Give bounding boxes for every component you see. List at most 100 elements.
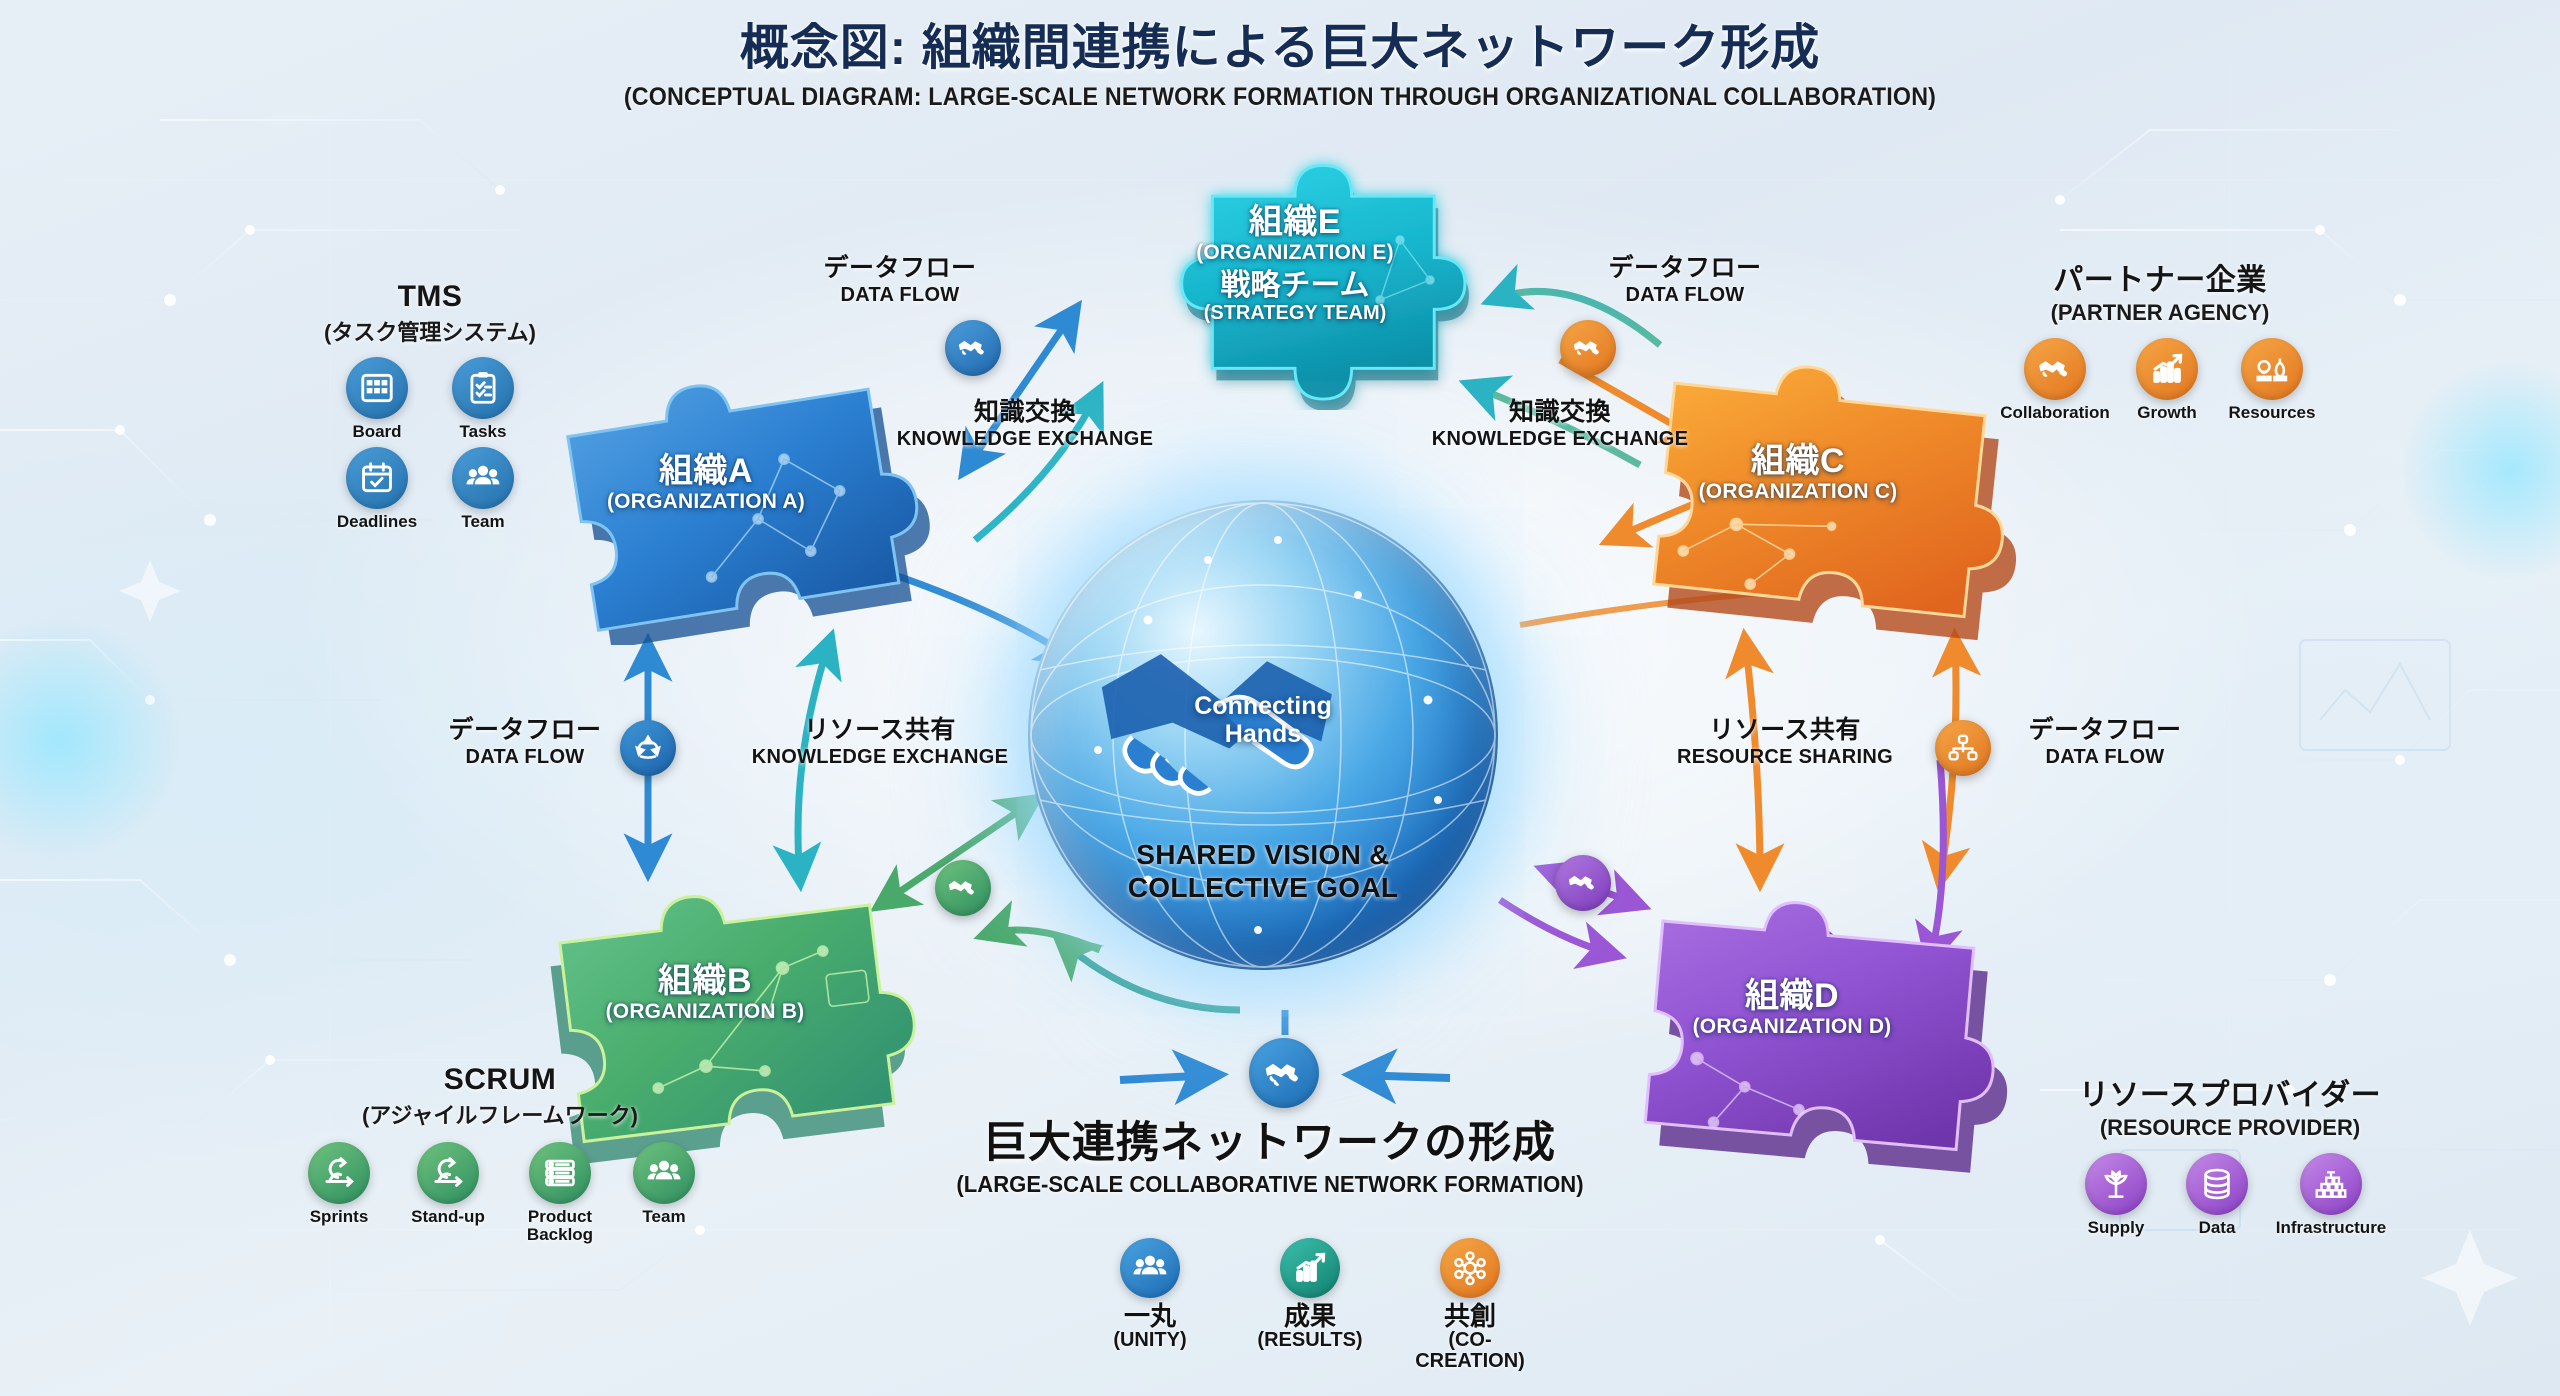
org-d-shape — [1643, 901, 2008, 1173]
node-badge-tr-handshake[interactable] — [1560, 320, 1616, 376]
tms-item-tasks[interactable]: Tasks — [437, 357, 529, 441]
handshake-icon — [1568, 875, 1594, 890]
sprint-loop-icon — [417, 1142, 479, 1204]
clipboard-check-icon — [452, 357, 514, 419]
connecting-line2: Hands — [1224, 720, 1302, 748]
center-globe[interactable]: Connecting Hands SHARED VISION & COLLECT… — [1028, 500, 1498, 970]
bottom-cocreation-ja: 共創 — [1443, 1301, 1496, 1331]
node-badge-bottom-handshake[interactable] — [1249, 1038, 1319, 1108]
conn-mr-dataflow-en: DATA FLOW — [2045, 746, 2165, 768]
resource-item-infrastructure[interactable]: Infrastructure — [2266, 1153, 2396, 1237]
connector-label-mr-resource: リソース共有 RESOURCE SHARING — [1640, 710, 1930, 769]
infrastructure-icon — [2300, 1153, 2362, 1215]
conn-tr-knowledge-en: KNOWLEDGE EXCHANGE — [1431, 428, 1689, 450]
scrum-item-standup[interactable]: Stand-up — [394, 1142, 502, 1245]
puzzle-piece-org-d[interactable]: 組織D (ORGANIZATION D) — [1610, 880, 2050, 1180]
growth-chart-icon — [1280, 1238, 1340, 1298]
resource-title-ja: リソースプロバイダー — [2078, 1079, 2382, 1112]
puzzle-piece-org-e[interactable]: 組織E (ORGANIZATION E) 戦略チーム (STRATEGY TEA… — [1100, 150, 1490, 412]
calendar-check-icon — [346, 447, 408, 510]
conn-mr-resource-ja: リソース共有 — [1709, 716, 1861, 744]
puzzle-piece-org-c[interactable]: 組織C (ORGANIZATION C) — [1620, 345, 2060, 645]
sprint-loop-icon — [308, 1142, 370, 1204]
org-a-shape — [566, 384, 930, 649]
resource-item-data[interactable]: Data — [2174, 1153, 2260, 1237]
scrum-item-backlog[interactable]: Product Backlog — [508, 1142, 612, 1245]
node-badge-tl-handshake[interactable] — [945, 320, 1001, 376]
org-c-shape — [1652, 365, 2017, 641]
bottom-results-ja: 成果 — [1283, 1301, 1336, 1331]
node-badge-mr-resource[interactable] — [1555, 855, 1611, 911]
connector-label-mr-dataflow: データフロー DATA FLOW — [1990, 710, 2220, 769]
partner-label-resources: Resources — [2228, 403, 2316, 422]
partner-item-resources[interactable]: Resources — [2216, 338, 2328, 422]
scrum-label-standup: Stand-up — [411, 1207, 485, 1226]
page-title: 概念図: 組織間連携による巨大ネットワーク形成 (CONCEPTUAL DIAG… — [0, 8, 2560, 112]
connecting-line1: Connecting — [1194, 692, 1332, 720]
conn-mr-dataflow-ja: データフロー — [2028, 716, 2182, 744]
network-ring-icon — [1440, 1238, 1500, 1298]
tms-item-team[interactable]: Team — [437, 447, 529, 531]
node-badge-ml-dataflow[interactable] — [620, 720, 676, 776]
bottom-icon-row: 一丸 (UNITY) 成果 (RESULTS) — [1085, 1238, 1535, 1372]
title-english: (CONCEPTUAL DIAGRAM: LARGE-SCALE NETWORK… — [623, 83, 1937, 111]
conn-tl-dataflow-en: DATA FLOW — [840, 284, 960, 306]
partner-title-ja: パートナー企業 — [2053, 264, 2267, 297]
conn-tr-dataflow-en: DATA FLOW — [1625, 284, 1745, 306]
org-hierarchy-icon — [1948, 734, 1978, 761]
bottom-item-unity[interactable]: 一丸 (UNITY) — [1095, 1238, 1205, 1372]
resources-icon — [2241, 338, 2303, 400]
tms-item-deadlines[interactable]: Deadlines — [331, 447, 423, 531]
goal-line2: COLLECTIVE GOAL — [1127, 872, 1399, 904]
bottom-caption-ja: 巨大連携ネットワークの形成 — [984, 1119, 1556, 1167]
node-badge-ml-resource[interactable] — [935, 860, 991, 916]
globe-grid — [1030, 502, 1496, 968]
tms-item-board[interactable]: Board — [331, 357, 423, 441]
cluster-resource-provider: リソースプロバイダー (RESOURCE PROVIDER) Supply — [2030, 1070, 2430, 1237]
tms-title-en: (タスク管理システム) — [324, 320, 536, 345]
tms-label-deadlines: Deadlines — [336, 512, 418, 532]
conn-ml-dataflow-en: DATA FLOW — [465, 746, 585, 768]
conn-tl-knowledge-en: KNOWLEDGE EXCHANGE — [896, 428, 1154, 450]
connector-label-ml-resource: リソース共有 KNOWLEDGE EXCHANGE — [720, 710, 1040, 769]
org-b-shape — [550, 895, 916, 1165]
bottom-unity-ja: 一丸 — [1123, 1301, 1176, 1331]
resource-item-supply[interactable]: Supply — [2064, 1153, 2168, 1237]
people-icon — [633, 1142, 695, 1204]
partner-item-growth[interactable]: Growth — [2122, 338, 2212, 422]
bottom-item-results[interactable]: 成果 (RESULTS) — [1255, 1238, 1365, 1372]
globe-handshake-caption: Connecting Hands — [1028, 692, 1498, 748]
partner-label-growth: Growth — [2137, 403, 2197, 422]
partner-item-collaboration[interactable]: Collaboration — [1992, 338, 2118, 422]
conn-tl-dataflow-ja: データフロー — [823, 254, 977, 282]
node-badge-mr-dataflow[interactable] — [1935, 720, 1991, 776]
conn-tr-knowledge-ja: 知識交換 — [1508, 398, 1611, 426]
bottom-cocreation-en: (CO-CREATION) — [1415, 1329, 1525, 1373]
scrum-title-ja: SCRUM — [443, 1063, 557, 1096]
people-icon — [1120, 1238, 1180, 1298]
partner-label-collaboration: Collaboration — [2000, 403, 2110, 422]
cluster-tms: TMS (タスク管理システム) Board — [300, 280, 560, 532]
conn-ml-resource-ja: リソース共有 — [804, 716, 956, 744]
handshake-icon — [948, 880, 974, 895]
plant-supply-icon — [2085, 1153, 2147, 1215]
tms-label-team: Team — [461, 512, 505, 532]
conn-tl-knowledge-ja: 知識交換 — [973, 398, 1076, 426]
bottom-caption: 巨大連携ネットワークの形成 (LARGE-SCALE COLLABORATIVE… — [870, 1108, 1670, 1198]
scrum-label-sprints: Sprints — [309, 1207, 369, 1226]
handshake-icon — [2024, 338, 2086, 400]
conn-mr-resource-en: RESOURCE SHARING — [1677, 746, 1893, 768]
backlog-list-icon — [529, 1142, 591, 1204]
conn-ml-resource-en: KNOWLEDGE EXCHANGE — [751, 746, 1009, 768]
resource-label-supply: Supply — [2087, 1218, 2145, 1237]
scrum-item-sprints[interactable]: Sprints — [290, 1142, 388, 1245]
connector-label-ml-dataflow: データフロー DATA FLOW — [410, 710, 640, 769]
scrum-label-backlog: Product Backlog — [526, 1207, 594, 1245]
scrum-label-team: Team — [642, 1207, 686, 1226]
bottom-item-cocreation[interactable]: 共創 (CO-CREATION) — [1415, 1238, 1525, 1372]
connector-label-tl-knowledge: 知識交換 KNOWLEDGE EXCHANGE — [870, 392, 1180, 451]
handshake-icon — [958, 340, 984, 355]
resource-title-en: (RESOURCE PROVIDER) — [2099, 1115, 2361, 1140]
scrum-item-team[interactable]: Team — [618, 1142, 710, 1245]
